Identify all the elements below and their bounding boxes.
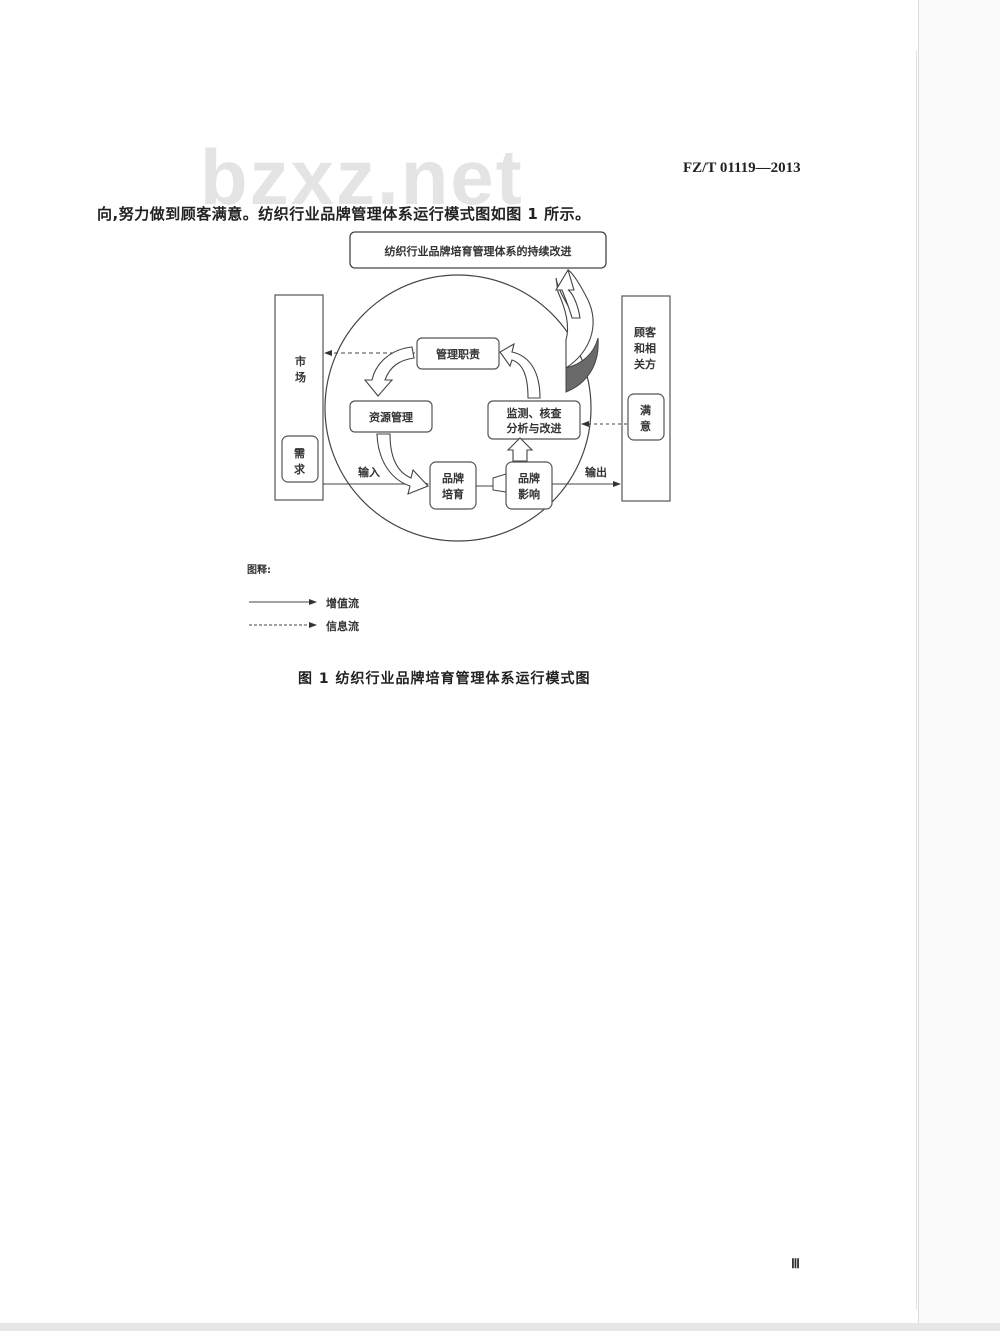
node-resource-management: 资源管理 xyxy=(349,400,433,433)
satisfaction-label-2: 意 xyxy=(640,419,651,433)
demand-box xyxy=(281,435,319,483)
page-margin-strip xyxy=(918,0,1000,1323)
svg-text:品牌: 品牌 xyxy=(518,471,540,485)
legend-title: 图释: xyxy=(247,565,271,576)
satisfaction-box xyxy=(627,393,665,441)
legend-info-flow-label: 信息流 xyxy=(326,620,359,633)
small-block-arrow xyxy=(492,473,507,493)
customer-label-3: 关方 xyxy=(634,357,656,371)
watermark: bzxz.net xyxy=(200,133,524,221)
node-monitoring-analysis: 监测、核查 分析与改进 xyxy=(487,400,581,440)
svg-text:管理职责: 管理职责 xyxy=(436,347,480,361)
demand-label-2: 求 xyxy=(294,462,306,476)
page-bottom-edge xyxy=(0,1323,1000,1331)
process-circle xyxy=(324,274,592,542)
standard-number: FZ/T 01119—2013 xyxy=(683,160,801,176)
svg-text:品牌: 品牌 xyxy=(442,471,464,485)
figure-caption: 图 1 纺织行业品牌培育管理体系运行模式图 xyxy=(298,671,591,687)
improvement-arrow-head xyxy=(555,268,581,319)
legend-value-flow-label: 增值流 xyxy=(326,597,359,610)
node-brand-cultivation: 品牌 培育 xyxy=(429,461,477,510)
arrow-monitoring-to-duty xyxy=(499,342,541,399)
market-column: 市 场 需 求 xyxy=(274,294,324,501)
intro-paragraph: 向,努力做到顾客满意。纺织行业品牌管理体系运行模式图如图 1 所示。 xyxy=(97,205,591,223)
continuous-improvement-label: 纺织行业品牌培育管理体系的持续改进 xyxy=(385,244,572,258)
page-edge-line xyxy=(916,50,917,1310)
customer-label-2: 和相 xyxy=(634,341,656,355)
continuous-improvement-box: 纺织行业品牌培育管理体系的持续改进 xyxy=(349,231,607,269)
input-label: 输入 xyxy=(358,465,380,479)
node-management-duty: 管理职责 xyxy=(416,337,500,370)
node-brand-influence: 品牌 影响 xyxy=(505,461,553,510)
svg-text:资源管理: 资源管理 xyxy=(369,410,413,424)
arrow-influence-to-monitoring xyxy=(506,437,534,462)
demand-label-1: 需 xyxy=(294,447,305,460)
arrow-resource-to-cultivation xyxy=(376,433,429,495)
svg-text:分析与改进: 分析与改进 xyxy=(507,421,562,435)
svg-text:培育: 培育 xyxy=(442,487,464,501)
svg-text:影响: 影响 xyxy=(518,487,540,501)
svg-text:监测、核查: 监测、核查 xyxy=(507,406,562,420)
customer-label-1: 顾客 xyxy=(634,325,657,339)
customer-column: 顾客 和相 关方 满 意 xyxy=(621,295,671,502)
output-label: 输出 xyxy=(585,465,607,479)
page-number: Ⅲ xyxy=(791,1256,800,1271)
market-label-1: 市 xyxy=(295,354,306,368)
document-page xyxy=(0,0,918,1323)
satisfaction-label-1: 满 xyxy=(640,403,651,417)
market-label-2: 场 xyxy=(295,370,306,384)
arrow-duty-to-resource xyxy=(363,346,415,397)
improvement-arrow-shaded-base xyxy=(565,337,599,393)
